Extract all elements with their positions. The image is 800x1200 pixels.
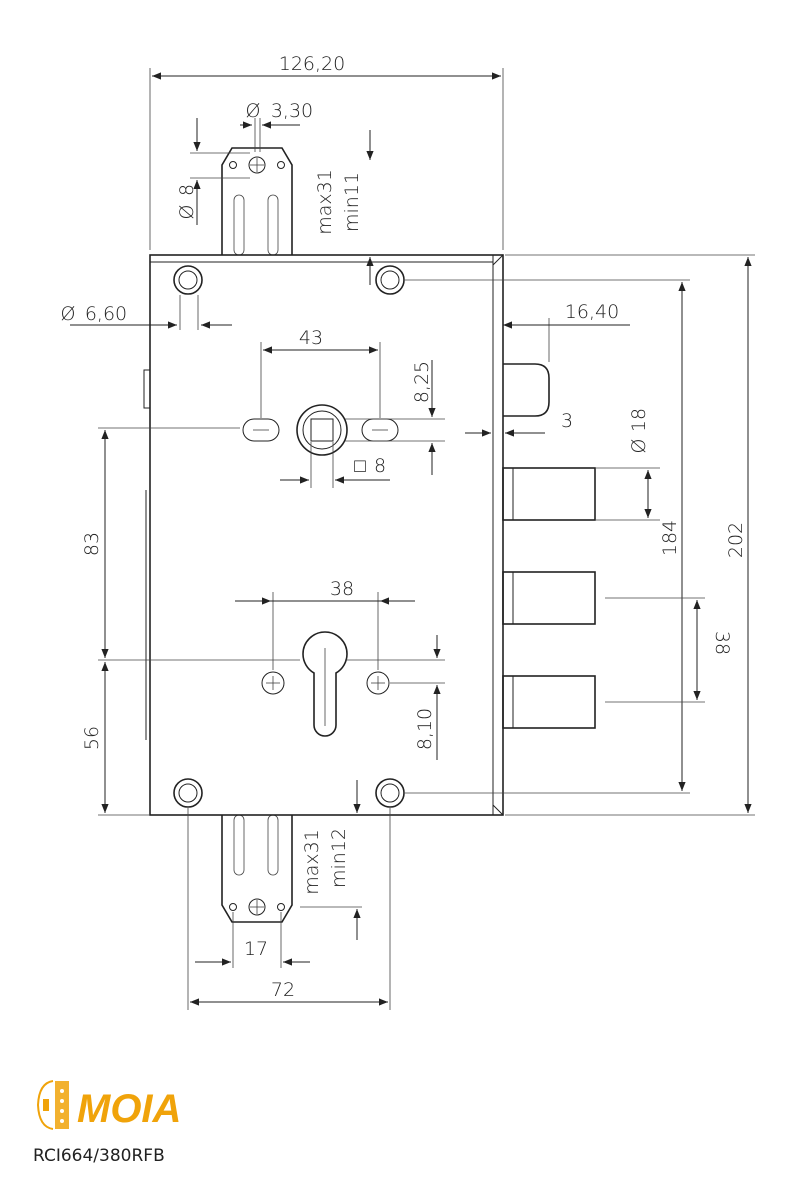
dim-bolt-diameter: Ø 18: [628, 408, 650, 454]
dim-latch-depth: 16,40: [565, 301, 619, 323]
svg-text:Ø: Ø: [61, 303, 76, 325]
svg-text:Ø: Ø: [246, 100, 261, 122]
svg-text:6,60: 6,60: [85, 303, 127, 325]
svg-text:min12: min12: [328, 828, 350, 888]
dim-spindle-square: □ 8: [354, 455, 386, 477]
deadbolt-3: [502, 675, 596, 729]
dim-bottom-travel: max31 min12: [301, 828, 350, 895]
cylinder-profile: [261, 631, 390, 737]
top-vertical-bolt: [221, 147, 293, 256]
svg-text:Ø: Ø: [176, 205, 198, 220]
deadbolt-1: [502, 467, 596, 521]
dim-latch-gap: 3: [561, 410, 573, 432]
logo-text: MOIA: [77, 1087, 181, 1131]
dim-cylinder-spacing: 38: [330, 578, 354, 600]
dim-screw-hole: Ø 6,60: [61, 303, 128, 325]
bottom-vertical-bolt: [221, 814, 293, 923]
spindle-hub: [242, 404, 399, 456]
dim-spindle-to-cylinder: 83: [81, 532, 103, 556]
dim-spindle-offset: 8,25: [411, 361, 433, 403]
svg-text:3,30: 3,30: [271, 100, 313, 122]
svg-text:min11: min11: [341, 172, 363, 232]
dim-bolt-hole: Ø 3,30: [246, 100, 314, 122]
svg-text:18: 18: [628, 408, 650, 432]
dim-center-distance: 184: [659, 520, 681, 556]
latch: [503, 363, 550, 417]
svg-text:Ø: Ø: [628, 439, 650, 454]
dim-cylinder-offset: 8,10: [414, 708, 436, 750]
dim-bolt-spacing: 38: [711, 631, 733, 655]
dim-overall-height: 202: [725, 522, 747, 558]
dim-bottom-bolt-spacing: 72: [271, 979, 295, 1001]
screw-hole-tr: [375, 265, 405, 295]
dim-bolt-width: Ø 8: [176, 184, 198, 220]
svg-text:max31: max31: [301, 829, 323, 895]
svg-text:8: 8: [374, 455, 386, 477]
lock-body: [143, 254, 504, 816]
lock-emblem-icon: [36, 1080, 69, 1130]
dim-top-travel: max31 min11: [314, 169, 363, 235]
dim-bottom-bolt-width: 17: [244, 938, 268, 960]
dim-handle-spacing: 43: [299, 327, 323, 349]
svg-text:max31: max31: [314, 169, 336, 235]
screw-hole-bl: [173, 778, 203, 808]
screw-hole-tl: [173, 265, 203, 295]
screw-hole-br: [375, 778, 405, 808]
dimension-lines: [70, 68, 755, 1010]
svg-text:8: 8: [176, 184, 198, 196]
dim-overall-width: 126,20: [279, 53, 345, 75]
dim-cylinder-to-bottom: 56: [81, 726, 103, 750]
moia-logo: MOIA: [36, 1080, 181, 1131]
model-number: RCI664/380RFB: [33, 1146, 165, 1166]
svg-text:□: □: [354, 455, 366, 477]
deadbolt-2: [502, 571, 596, 625]
